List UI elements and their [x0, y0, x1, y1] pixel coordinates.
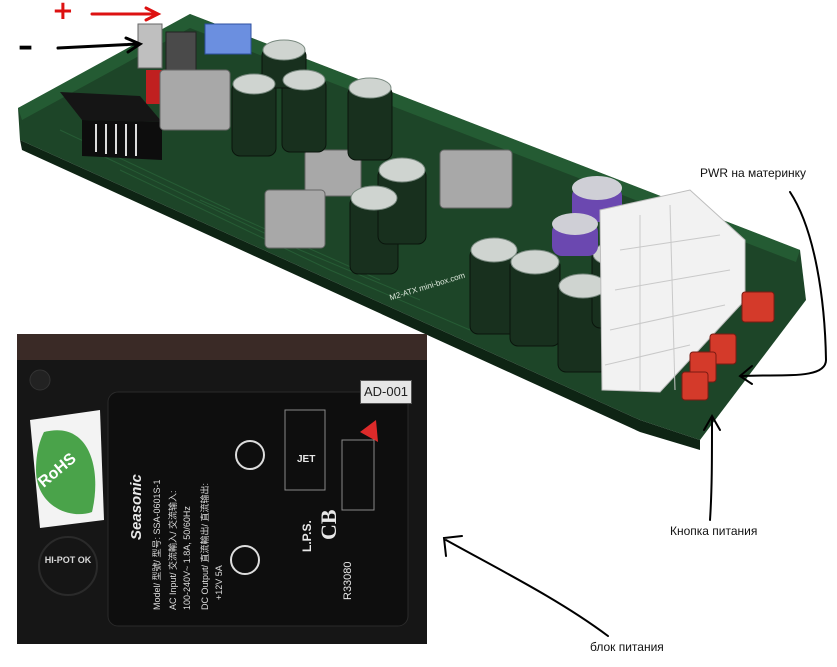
r-number-mark: R33080	[342, 561, 354, 600]
adapter-photo	[17, 334, 427, 644]
power-supply-arrow	[442, 535, 609, 637]
pwr-arrow	[738, 191, 828, 385]
hipot-sticker: HI-POT OK	[38, 536, 98, 596]
plus-arrow	[90, 6, 162, 22]
annotation-arrows	[56, 6, 828, 637]
power-button-arrow	[703, 413, 721, 521]
model-line: Model/ 型號/ 型号: SSA-0601S-1	[152, 479, 162, 610]
minus-arrow	[56, 36, 144, 54]
adapter-model-tag: AD-001	[360, 380, 412, 404]
ac-input-line: AC Input/ 交流輸入/ 交流输入:	[168, 490, 178, 610]
dc-rating-line: +12V 5A	[214, 565, 224, 600]
dc-output-line: DC Output/ 直流輸出/ 直流输出:	[200, 482, 210, 610]
red-headers	[681, 291, 775, 401]
power-supply-label: блок питания	[590, 640, 664, 654]
inductors	[159, 69, 513, 249]
plus-sign: +	[52, 0, 74, 26]
jet-mark: JET	[297, 454, 316, 465]
ic-chip	[60, 92, 162, 160]
ac-rating-line: 100-240V~ 1.8A, 50/60Hz	[182, 506, 192, 610]
pwr-label: PWR на материнку	[700, 166, 807, 180]
brand-text: Seasonic	[128, 474, 145, 540]
minus-sign: –	[18, 29, 33, 64]
lps-mark: L.P.S.	[300, 520, 314, 552]
power-button-label: Кнопка питания	[670, 524, 758, 538]
cb-mark: CB	[316, 509, 341, 540]
